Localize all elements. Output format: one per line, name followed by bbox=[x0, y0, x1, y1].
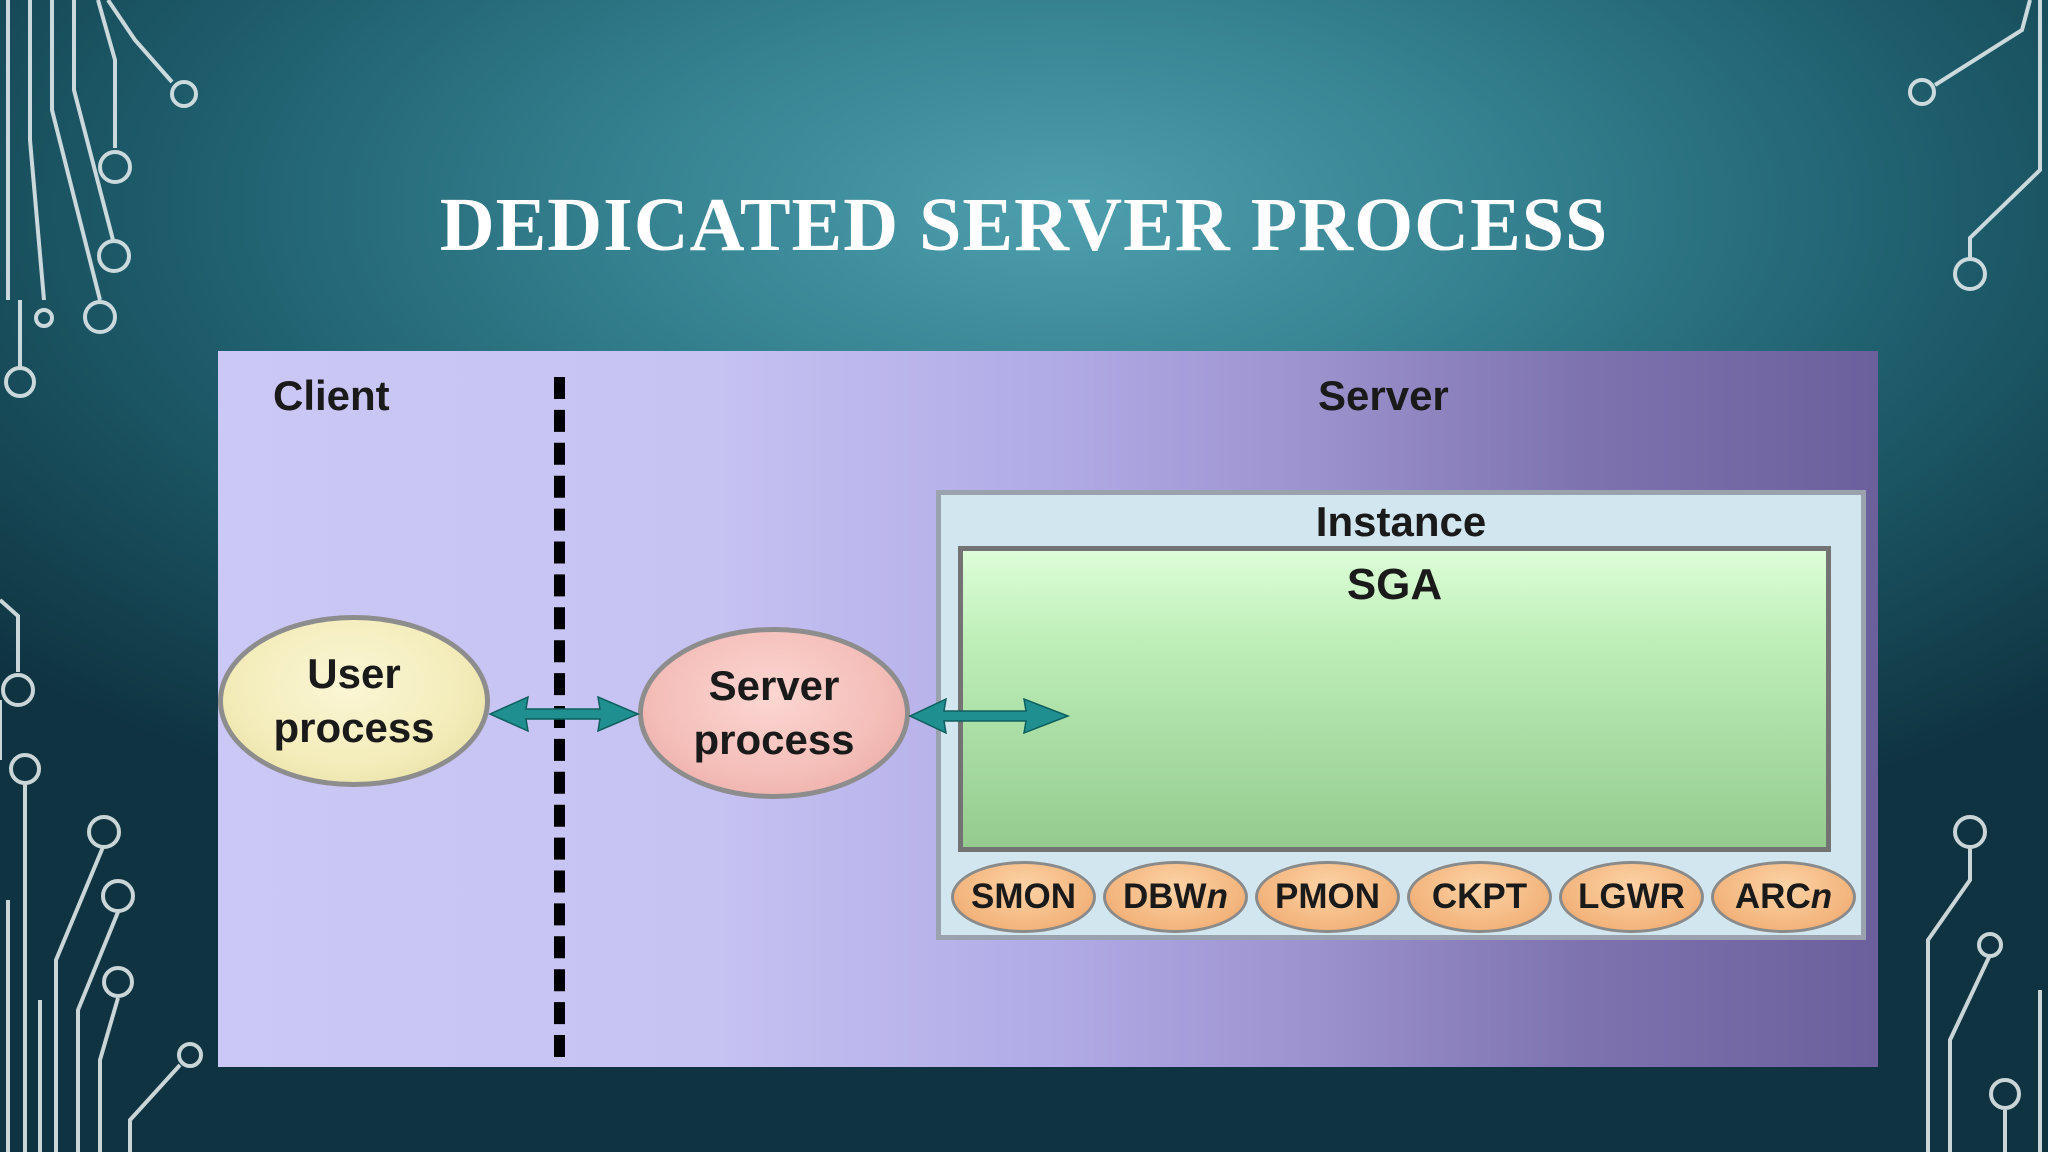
sga-label: SGA bbox=[1346, 560, 1443, 609]
slide-title: DEDICATED SERVER PROCESS bbox=[439, 183, 1609, 267]
client-server-divider bbox=[554, 377, 565, 1057]
sga-box: SGA bbox=[958, 546, 1831, 852]
architecture-diagram: Client Server Instance SGA SMON DBWn PMO… bbox=[218, 351, 1878, 1067]
user-process: User process bbox=[218, 615, 490, 787]
user-process-label: User process bbox=[273, 650, 435, 751]
bg-process-dbwn: DBWn bbox=[1103, 861, 1248, 933]
background-processes: SMON DBWn PMON CKPT LGWR ARCn bbox=[951, 861, 1861, 937]
server-process-label: Server process bbox=[693, 662, 855, 763]
instance-label: Instance bbox=[1315, 498, 1487, 545]
bg-process-pmon: PMON bbox=[1255, 861, 1400, 933]
client-label: Client bbox=[273, 372, 390, 419]
bg-process-ckpt: CKPT bbox=[1407, 861, 1552, 933]
instance-box: Instance SGA SMON DBWn PMON CKPT LGWR AR… bbox=[936, 490, 1866, 940]
bg-process-lgwr: LGWR bbox=[1559, 861, 1704, 933]
server-label: Server bbox=[1318, 372, 1449, 419]
server-process: Server process bbox=[638, 627, 910, 799]
bg-process-smon: SMON bbox=[951, 861, 1096, 933]
bg-process-arcn: ARCn bbox=[1711, 861, 1856, 933]
